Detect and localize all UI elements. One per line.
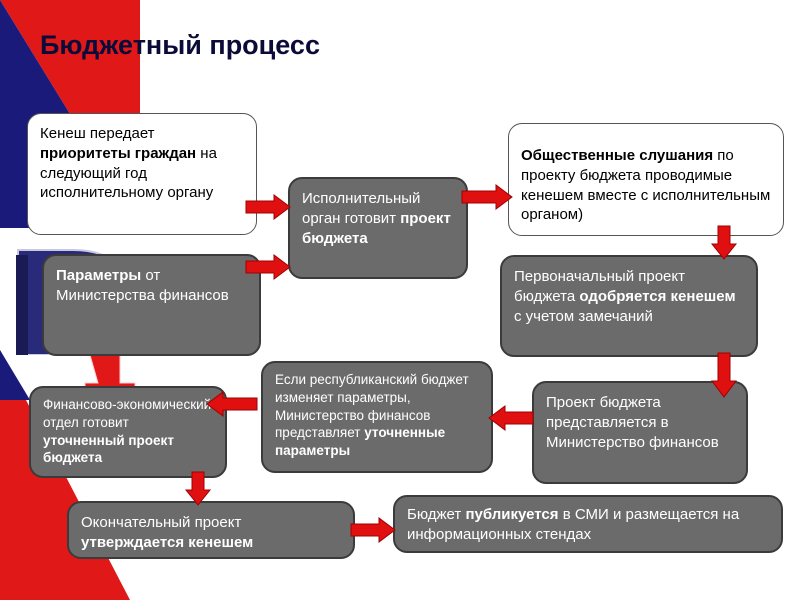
- box-executive-prepares: Исполнительный орган готовит проект бюдж…: [288, 177, 468, 279]
- box-hearings-bold: Общественные слушания: [521, 147, 714, 164]
- box-finance-dept-pre: Финансово-экономический отдел готовит: [43, 397, 212, 430]
- arrow-box7-to-box9: [184, 471, 212, 506]
- page-title: Бюджетный процесс: [40, 30, 320, 60]
- logo-shadow: [16, 255, 28, 355]
- arrow-box2-to-box3: [461, 184, 513, 210]
- box-priorities: Кенеш передает приоритеты граждан на сле…: [27, 113, 257, 235]
- box-publication-bold: публикуется: [465, 506, 559, 523]
- arrow-box5-to-box8: [711, 352, 737, 398]
- box-publication-post: в СМИ и размещается на информационных ст…: [407, 506, 740, 543]
- box-priorities-post: на следующий год исполнительному органу: [40, 144, 217, 202]
- box-final-approval: Окончательный проект утверждается кенеше…: [67, 501, 355, 559]
- box-finance-dept-bold: уточненный проект бюджета: [43, 432, 174, 466]
- box-final-pre: Окончательный проект: [81, 514, 242, 531]
- arrow-box3-to-box5: [710, 225, 738, 260]
- arrow-box8-to-box6: [488, 405, 534, 431]
- box-initial-approval: Первоначальный проект бюджета одобряется…: [500, 255, 758, 357]
- arrow-box4-to-box2: [245, 254, 291, 280]
- box-refined-parameters: Если республиканский бюджет изменяет пар…: [261, 361, 493, 473]
- box-submitted-text: Проект бюджета представляется в Министер…: [546, 394, 719, 451]
- arrow-box6-to-box7: [206, 391, 258, 417]
- box-approval-post: с учетом замечаний: [514, 307, 653, 325]
- box-final-bold: утверждается кенешем: [81, 533, 254, 551]
- box-submitted-to-ministry: Проект бюджета представляется в Министер…: [532, 381, 748, 484]
- box-parameters-post: от Министерства финансов: [56, 267, 229, 304]
- box-finance-department: Финансово-экономический отдел готовит ут…: [29, 386, 227, 478]
- box-refined-params-pre: Если республиканский бюджет изменяет пар…: [275, 372, 469, 441]
- box-refined-params-bold: уточненные параметры: [275, 425, 446, 459]
- box-executive-bold: проект бюджета: [302, 209, 451, 247]
- box-approval-bold: одобряется кенешем: [579, 287, 736, 305]
- box-ministry-parameters: Параметры от Министерства финансов: [42, 254, 261, 356]
- box-approval-pre: Первоначальный проект бюджета: [514, 268, 685, 305]
- arrow-box9-to-box10: [350, 517, 396, 543]
- box-executive-pre: Исполнительный орган готовит: [302, 190, 421, 227]
- box-parameters-bold: Параметры: [56, 267, 142, 284]
- box-publication-pre: Бюджет: [407, 506, 466, 523]
- box-priorities-pre: Кенеш передает: [40, 125, 155, 142]
- box-public-hearings: Общественные слушания по проекту бюджета…: [508, 123, 784, 236]
- arrow-box1-to-box2: [245, 194, 291, 220]
- box-publication: Бюджет публикуется в СМИ и размещается н…: [393, 495, 783, 553]
- blue-triangle-bottom: [0, 350, 30, 400]
- box-hearings-post: по проекту бюджета проводимые кенешем вм…: [521, 147, 771, 224]
- box-priorities-bold: приоритеты граждан: [40, 144, 197, 162]
